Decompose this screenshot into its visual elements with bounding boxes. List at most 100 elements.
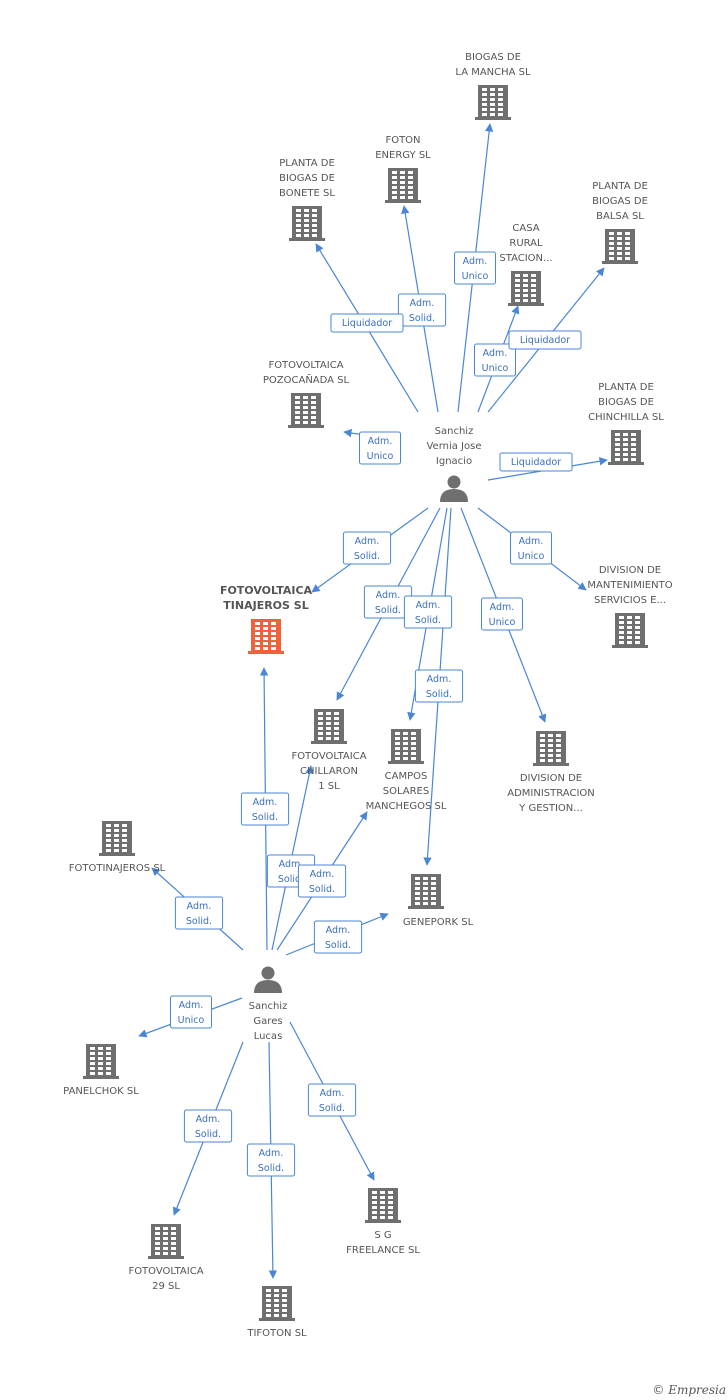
relation-label[interactable]: Adm.Solid. [240,792,290,826]
relation-label-text: Solid. [195,1129,221,1140]
node-label: 1 SL [318,781,340,792]
relation-label-text: Unico [518,551,545,562]
node-label: CHILLARON [300,766,358,777]
relation-label-text: Liquidador [520,335,570,346]
relation-label-text: Solid. [409,313,435,324]
relation-label-box [454,251,496,285]
relation-label[interactable]: Adm.Solid. [342,531,392,565]
relation-label[interactable]: Adm.Unico [359,431,401,465]
node-label: Vernia Jose [426,441,481,452]
relation-label[interactable]: Liquidador [508,330,582,350]
relation-label-text: Solid. [354,551,380,562]
node-label: BIOGAS DE [279,173,335,184]
relation-label-text: Adm. [196,1114,221,1125]
relation-label-box [403,595,453,629]
relation-label-text: Solid. [186,916,212,927]
node-tifoton[interactable]: TIFOTON SL [246,1286,307,1339]
building-icon [608,430,644,465]
relation-label[interactable]: Liquidador [330,313,404,333]
relation-label[interactable]: Adm.Solid. [174,896,224,930]
node-label: FOTOVOLTAICA [268,360,343,371]
relation-label-text: Solid. [258,1163,284,1174]
relation-label[interactable]: Adm.Solid. [307,1083,357,1117]
building-icon [612,613,648,648]
node-label: MANTENIMIENTO [587,580,672,591]
node-foto-pozo[interactable]: FOTOVOLTAICA POZOCAÑADA SL [263,360,350,428]
relation-label-text: Adm. [310,869,335,880]
relation-label-text: Unico [367,451,394,462]
relation-label-box [342,531,392,565]
node-label: ENERGY SL [375,150,431,161]
relation-label-text: Unico [482,363,509,374]
relation-label-box [499,452,573,472]
node-label: DIVISION DE [520,773,582,784]
relation-label[interactable]: Adm.Unico [170,995,212,1029]
node-label: POZOCAÑADA SL [263,373,350,386]
node-casa-rural[interactable]: CASARURALSTACION... [499,223,553,306]
node-panelchok[interactable]: PANELCHOK SL [63,1044,139,1097]
relation-label-box [508,330,582,350]
node-label: Ignacio [436,456,472,467]
relation-label-box [313,920,363,954]
relation-label[interactable]: Adm.Solid. [313,920,363,954]
relation-label[interactable]: Adm. Solid. [183,1109,233,1143]
building-icon [508,271,544,306]
relation-label-box [510,531,552,565]
relation-label-text: Adm. [326,925,351,936]
node-label: SERVICIOS E... [594,595,666,606]
node-label: BIOGAS DE [465,52,521,63]
node-label: FREELANCE SL [346,1245,420,1256]
building-icon [99,821,135,856]
relation-label-text: Adm. [463,256,488,267]
relation-label-text: Solid. [375,605,401,616]
building-icon [533,731,569,766]
node-fototinajeros[interactable]: FOTOTINAJEROS SL [69,821,166,874]
relation-label[interactable]: Adm.Solid. [414,669,464,703]
building-icon [602,229,638,264]
relation-label-text: Solid. [309,884,335,895]
node-label: BIOGAS DE [598,397,654,408]
node-label: FOTOTINAJEROS SL [69,863,166,874]
relation-label-box [183,1109,233,1143]
relation-label[interactable]: Adm. Unico [474,343,516,377]
relation-label-text: Adm. [416,600,441,611]
relation-label-box [481,597,523,631]
node-genepork[interactable]: GENEPORK SL [403,874,474,928]
relation-label[interactable]: Adm.Unico [510,531,552,565]
relation-label[interactable]: Adm.Solid. [397,293,447,327]
relation-label-box [170,995,212,1029]
building-icon [83,1044,119,1079]
relation-label-text: Adm. [483,348,508,359]
relation-label[interactable]: Adm.Solid. [246,1143,296,1177]
relation-label[interactable]: Adm.Solid. [403,595,453,629]
building-icon [385,168,421,203]
relation-label[interactable]: Liquidador [499,452,573,472]
relation-label-text: Adm. [253,797,278,808]
relation-label[interactable]: Adm.Unico [454,251,496,285]
building-icon [259,1286,295,1321]
node-label: TIFOTON SL [246,1328,307,1339]
relation-label[interactable]: Adm.Unico [481,597,523,631]
relation-label-box [240,792,290,826]
relation-label[interactable]: Adm. Solid. [297,864,347,898]
relation-label[interactable]: Adm.Solid. [363,585,413,619]
node-label: BIOGAS DE [592,196,648,207]
node-label: FOTOVOLTAICA [220,584,313,597]
node-label: SOLARES [383,786,429,797]
building-icon [289,206,325,241]
